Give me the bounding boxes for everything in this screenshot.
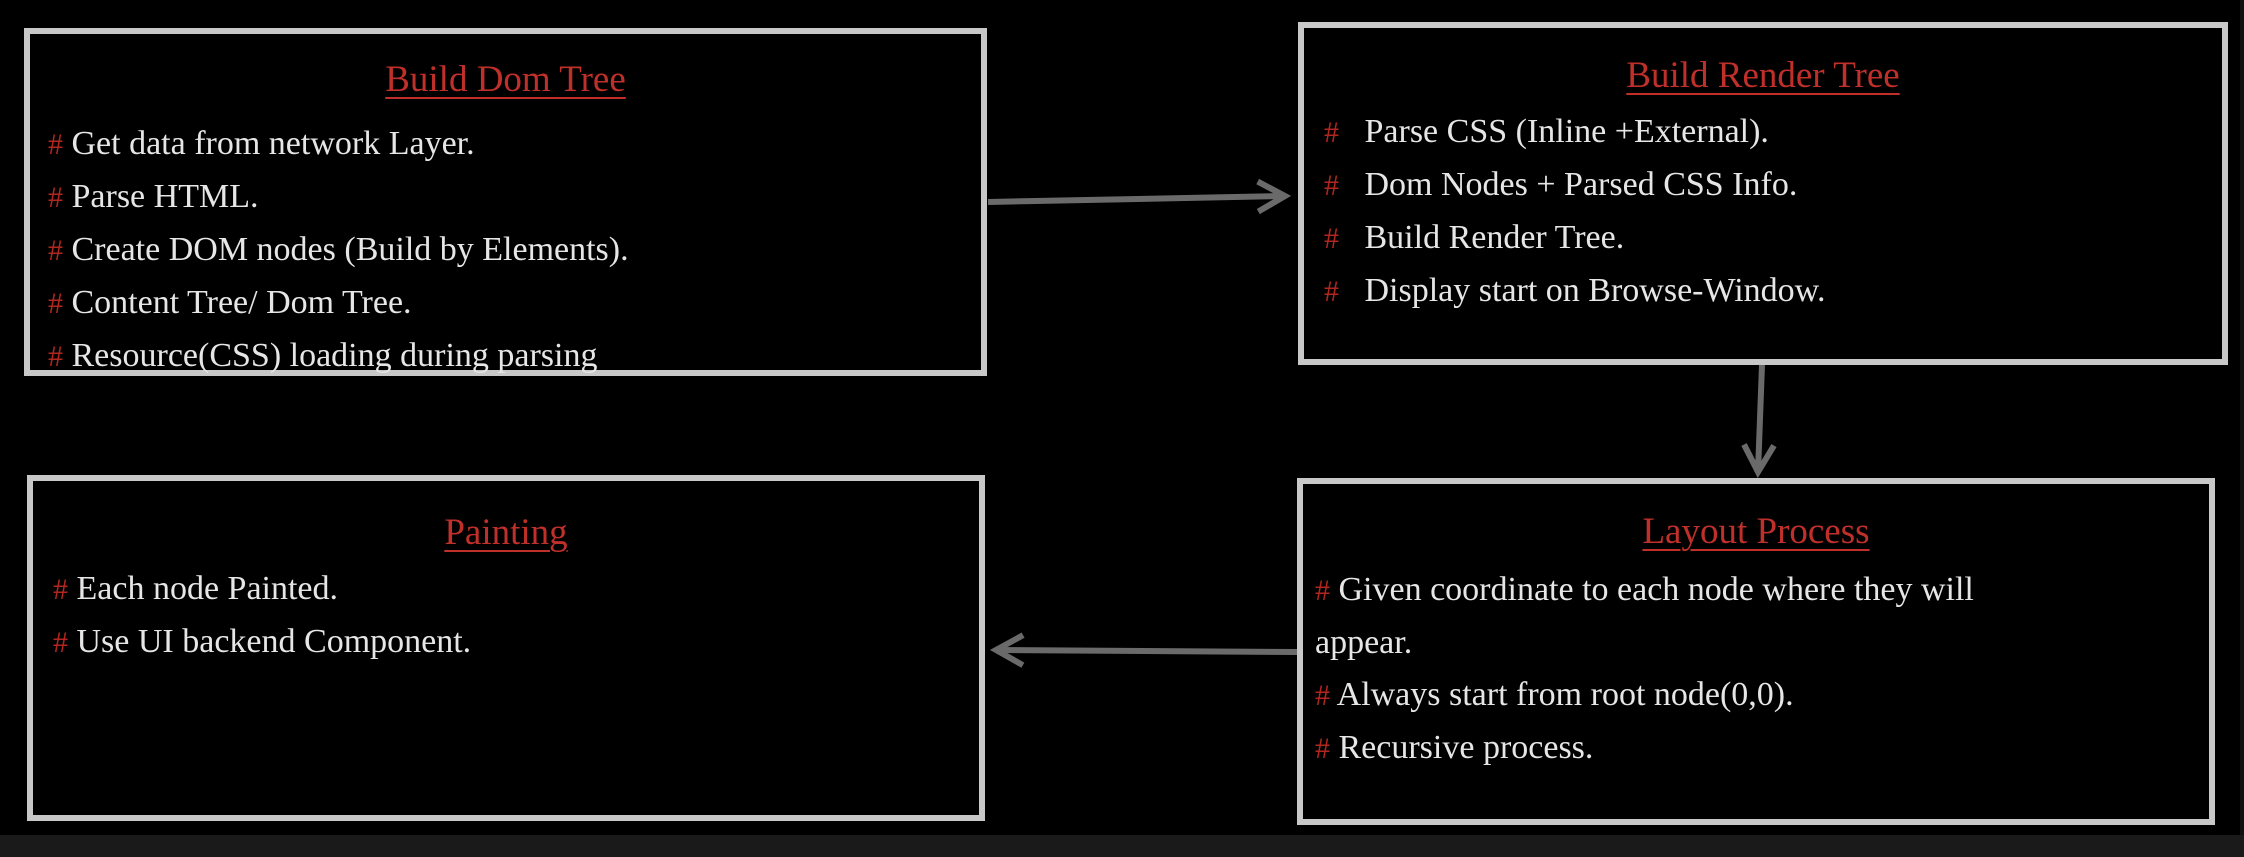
list-item-text: appear. <box>1315 624 1413 661</box>
arrow-render-to-layout-icon <box>1758 364 1762 472</box>
list-item: # Display start on Browse-Window. <box>1324 265 1826 318</box>
build-dom-tree-list: # Get data from network Layer. # Parse H… <box>48 118 629 383</box>
connector-arrows <box>987 0 2240 835</box>
list-item-text: Build Render Tree. <box>1364 219 1625 256</box>
hash-bullet-icon: # <box>48 340 63 373</box>
build-render-tree-title: Build Render Tree <box>1626 55 1900 96</box>
list-item: # Build Render Tree. <box>1324 212 1826 265</box>
list-item: # Resource(CSS) loading during parsing <box>48 330 629 383</box>
painting-box: Painting # Each node Painted. # Use UI b… <box>27 475 985 821</box>
hash-bullet-icon: # <box>1324 116 1339 149</box>
hash-bullet-icon: # <box>1324 169 1339 202</box>
list-item-text: Parse HTML. <box>71 178 259 215</box>
list-item: # Content Tree/ Dom Tree. <box>48 277 629 330</box>
list-item-text: Create DOM nodes (Build by Elements). <box>71 231 629 268</box>
list-item-text: Dom Nodes + Parsed CSS Info. <box>1364 166 1798 203</box>
list-item: # Create DOM nodes (Build by Elements). <box>48 224 629 277</box>
hash-bullet-icon: # <box>48 234 63 267</box>
list-item-text: Given coordinate to each node where they… <box>1338 571 1974 608</box>
hash-bullet-icon: # <box>1315 574 1330 607</box>
list-item: # Always start from root node(0,0). <box>1315 669 1974 722</box>
build-dom-tree-title: Build Dom Tree <box>385 59 626 100</box>
list-item-text: Recursive process. <box>1338 729 1594 766</box>
list-item: # Recursive process. <box>1315 722 1974 775</box>
bottom-strip <box>0 835 2244 857</box>
diagram-canvas: Build Dom Tree # Get data from network L… <box>0 0 2240 835</box>
list-item-text: Parse CSS (Inline +External). <box>1364 113 1769 150</box>
hash-bullet-icon: # <box>1315 679 1330 712</box>
hash-bullet-icon: # <box>48 287 63 320</box>
list-item-text: Content Tree/ Dom Tree. <box>71 284 412 321</box>
build-render-tree-list: # Parse CSS (Inline +External). # Dom No… <box>1324 106 1826 318</box>
painting-list: # Each node Painted. # Use UI backend Co… <box>53 563 471 669</box>
hash-bullet-icon: # <box>1324 222 1339 255</box>
layout-process-list: # Given coordinate to each node where th… <box>1315 564 1974 775</box>
build-render-tree-box: Build Render Tree # Parse CSS (Inline +E… <box>1298 22 2228 365</box>
list-item-text: Use UI backend Component. <box>76 623 472 660</box>
list-item-text: Display start on Browse-Window. <box>1364 272 1826 309</box>
arrow-layout-to-painting-icon <box>996 650 1298 652</box>
hash-bullet-icon: # <box>48 128 63 161</box>
build-dom-tree-box: Build Dom Tree # Get data from network L… <box>24 28 987 376</box>
list-item: # Dom Nodes + Parsed CSS Info. <box>1324 159 1826 212</box>
hash-bullet-icon: # <box>53 626 68 659</box>
list-item: # Use UI backend Component. <box>53 616 471 669</box>
hash-bullet-icon: # <box>1315 732 1330 765</box>
hash-bullet-icon: # <box>1324 275 1339 308</box>
list-item-text: Get data from network Layer. <box>71 125 475 162</box>
layout-process-box: Layout Process # Given coordinate to eac… <box>1297 478 2215 825</box>
list-item-text: Resource(CSS) loading during parsing <box>71 337 598 374</box>
hash-bullet-icon: # <box>53 573 68 606</box>
hash-bullet-icon: # <box>48 181 63 214</box>
layout-process-title: Layout Process <box>1642 511 1870 552</box>
list-item-text: Each node Painted. <box>76 570 339 607</box>
painting-title: Painting <box>444 512 568 553</box>
list-item: # Parse HTML. <box>48 171 629 224</box>
list-item: appear. <box>1315 617 1974 669</box>
list-item: # Given coordinate to each node where th… <box>1315 564 1974 617</box>
arrow-dom-to-render-icon <box>987 196 1285 202</box>
list-item: # Parse CSS (Inline +External). <box>1324 106 1826 159</box>
list-item: # Each node Painted. <box>53 563 471 616</box>
list-item-text: Always start from root node(0,0). <box>1336 676 1794 713</box>
list-item: # Get data from network Layer. <box>48 118 629 171</box>
